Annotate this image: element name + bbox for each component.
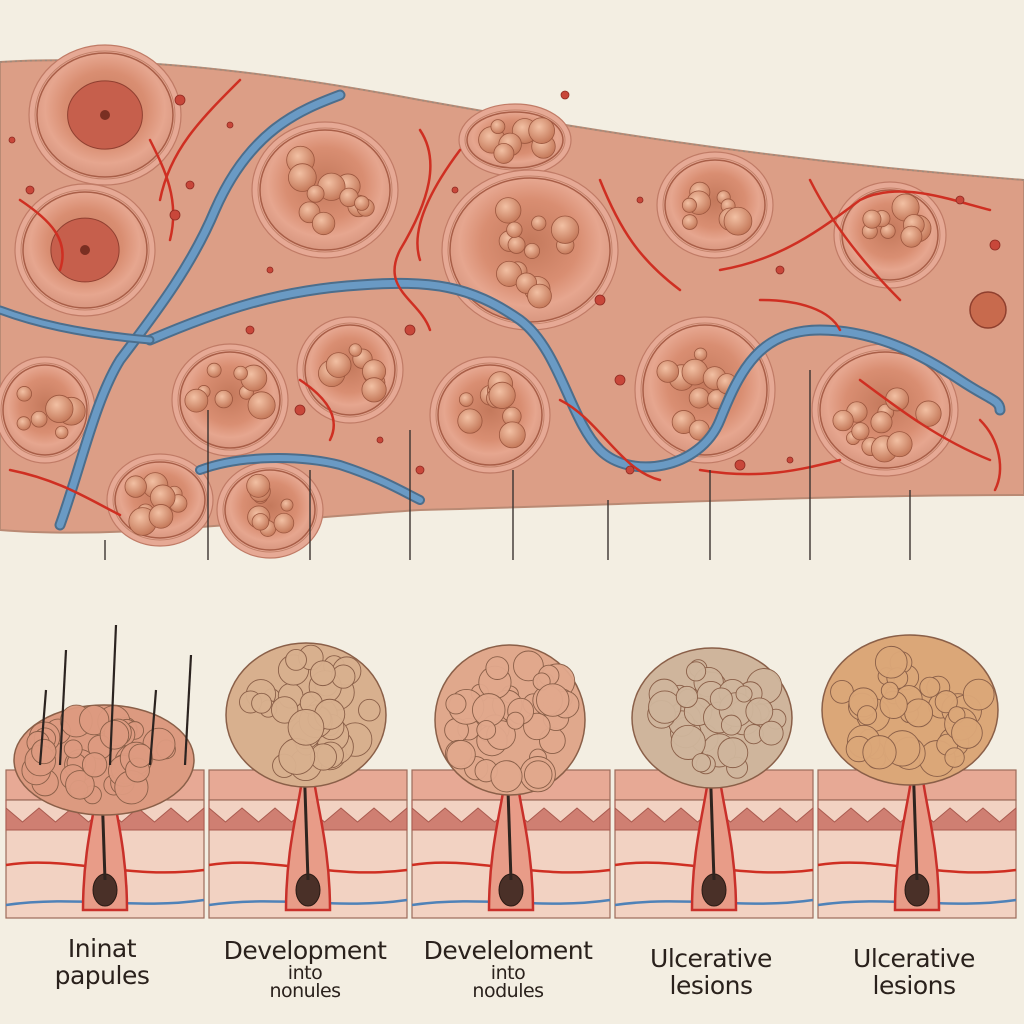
nodule — [821, 634, 999, 786]
skin-spot — [245, 325, 255, 335]
pointer-lines — [104, 370, 911, 560]
nodule — [631, 647, 793, 789]
skin-spot — [415, 465, 425, 475]
skin-lesion — [656, 151, 774, 259]
skin-spot — [734, 459, 746, 471]
skin-spot — [955, 195, 965, 205]
skin-lesion — [296, 316, 404, 424]
hair — [58, 649, 68, 766]
lesion-group — [0, 44, 959, 559]
skin-spot — [376, 436, 384, 444]
skin-spot — [775, 265, 785, 275]
skin-spot — [636, 196, 644, 204]
skin-lesion — [458, 103, 572, 177]
nodule — [225, 642, 387, 788]
cross-section-panel-2 — [208, 642, 408, 919]
nodule — [13, 704, 195, 816]
skin-lesion — [0, 356, 96, 464]
caption-line: Ulcerative — [853, 944, 975, 973]
skin-spot — [226, 121, 234, 129]
vein-network — [0, 89, 1006, 531]
stage-caption-4: Ulcerative lesions — [611, 945, 811, 999]
hair — [38, 689, 48, 766]
skin-spot — [404, 324, 416, 336]
caption-line: Develeloment — [423, 936, 593, 965]
hair — [183, 654, 193, 766]
stage-caption-2: Development into nonules — [205, 936, 405, 1002]
pointer-line — [512, 470, 514, 560]
skin-lesion — [833, 181, 947, 289]
skin-lesion — [14, 183, 156, 317]
stage-caption-1: Ininat papules — [2, 935, 202, 989]
stage-caption-3: Develeloment into nodules — [408, 936, 608, 1002]
caption-line: Ininat — [67, 934, 137, 963]
pointer-line — [709, 470, 711, 560]
caption-line: nodules — [472, 980, 544, 1002]
skin-spot — [614, 374, 626, 386]
skin-spot — [169, 209, 181, 221]
skin-lesion — [251, 121, 399, 259]
skin-spot — [786, 456, 794, 464]
skin-spot — [294, 404, 306, 416]
hair — [108, 624, 118, 766]
nodule — [434, 644, 586, 796]
skin-spot — [174, 94, 186, 106]
skin-spot — [969, 291, 1007, 329]
skin-spot — [594, 294, 606, 306]
caption-line: into — [490, 962, 526, 984]
skin-spot — [25, 185, 35, 195]
caption-line: into — [287, 962, 323, 984]
artery-network — [8, 78, 1002, 517]
skin-lesion — [28, 44, 182, 186]
skin-lesion — [216, 461, 324, 559]
skin-lesion — [811, 343, 959, 477]
stage-caption-5: Ulcerative lesions — [814, 945, 1014, 999]
skin-spot — [560, 90, 570, 100]
caption-line: lesions — [872, 971, 956, 1000]
cross-section-panel-5 — [817, 634, 1017, 919]
hair — [148, 689, 158, 766]
pointer-line — [309, 470, 311, 560]
skin-spot — [451, 186, 459, 194]
cross-section-panel-3 — [411, 644, 611, 919]
caption-line: nonules — [269, 980, 341, 1002]
skin-spot — [625, 465, 635, 475]
caption-line: Ulcerative — [650, 944, 772, 973]
skin-spot — [266, 266, 274, 274]
skin-spot — [989, 239, 1001, 251]
pointer-line — [909, 490, 911, 560]
caption-line: Development — [223, 936, 387, 965]
skin-spot — [185, 180, 195, 190]
pointer-line — [104, 540, 106, 560]
skin-surface-illustration — [0, 44, 1024, 560]
skin-lesion — [171, 343, 289, 457]
skin-spot — [8, 136, 16, 144]
caption-line: lesions — [669, 971, 753, 1000]
skin-spots — [8, 90, 1007, 475]
skin-lesion — [429, 356, 551, 474]
cross-section-panel-1 — [5, 624, 205, 919]
cross-section-panel-4 — [614, 647, 814, 919]
skin-lesion — [106, 453, 214, 547]
skin-lesion — [634, 316, 776, 464]
caption-line: papules — [54, 961, 150, 990]
skin-lesion — [441, 169, 619, 331]
